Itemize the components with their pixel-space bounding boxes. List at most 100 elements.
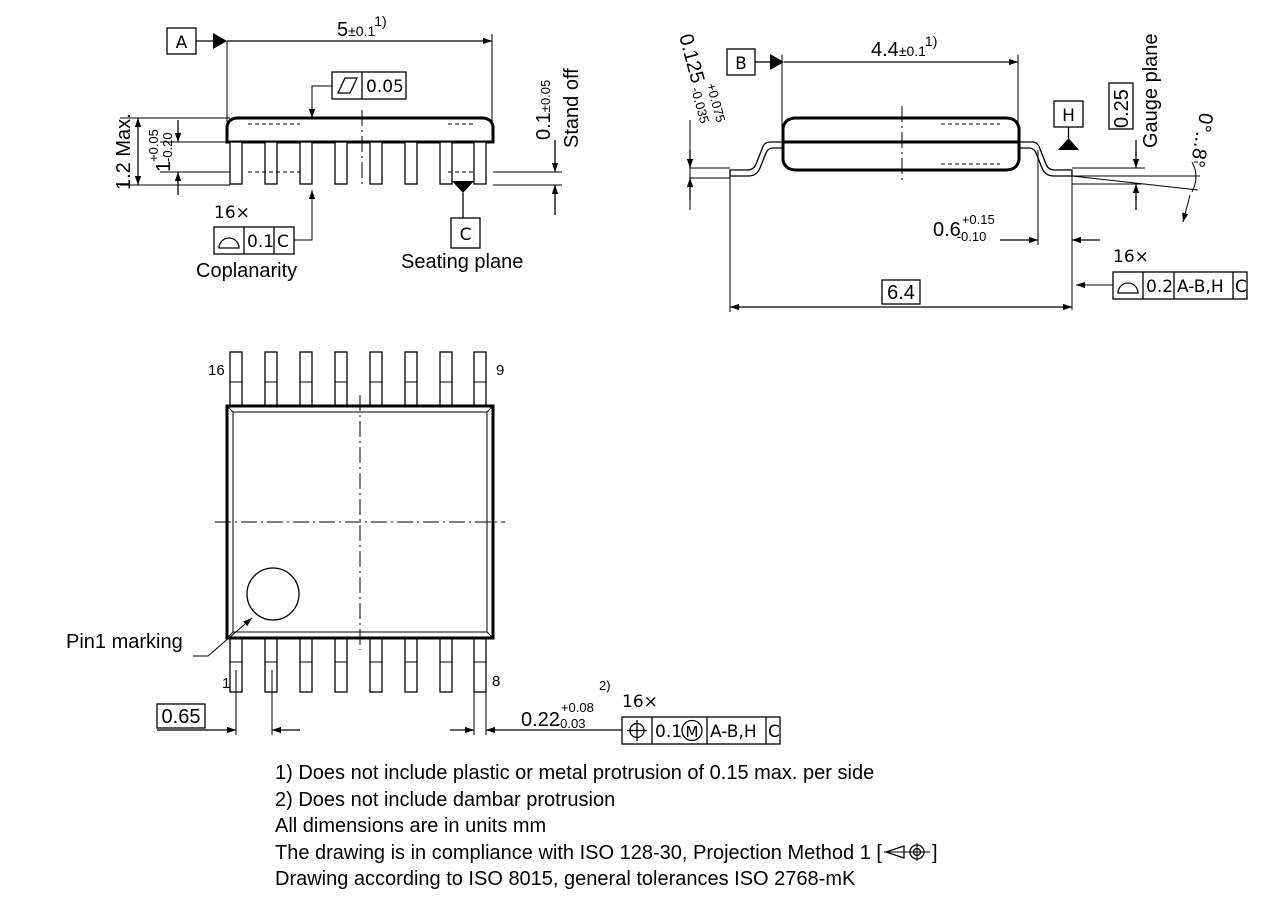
pitch-dimension: 0.65 (162, 706, 201, 728)
gauge-dimension: 0.25 (1111, 89, 1133, 128)
span-dimension: 6.4 (887, 282, 915, 304)
datum-h-triangle (1058, 138, 1079, 150)
datum-c-triangle (452, 181, 474, 193)
lead-thickness-dim: 0.125 +0.075 -0.035 (674, 32, 728, 125)
front-view: A 5±0.11) 0.05 C Seating plane (113, 13, 583, 282)
plan-lead-top-11 (404, 351, 418, 407)
note-4: The drawing is in compliance with ISO 12… (275, 840, 938, 867)
coplanarity-label: Coplanarity (196, 260, 297, 282)
coplanarity-count: 16× (214, 203, 250, 223)
front-lead-8 (473, 141, 487, 185)
svg-text:1: 1 (153, 161, 175, 172)
lead-left (729, 141, 783, 177)
lead-right (1019, 141, 1073, 177)
width-dimension: 4.4±0.11) (871, 33, 937, 61)
profile-datum-c: C (1235, 277, 1247, 297)
pitch-dim-box (156, 703, 206, 729)
plan-lead-top-12 (369, 351, 383, 407)
mmc-modifier-circle (681, 719, 703, 742)
plan-lead-top-16 (229, 351, 243, 407)
plan-view-leads (229, 351, 487, 693)
plan-lead-top-10 (439, 351, 453, 407)
profile-icon (218, 237, 240, 249)
span-dim-box (881, 279, 921, 305)
datum-h-label: H (1062, 106, 1075, 126)
position-frame (621, 716, 781, 745)
position-icon (627, 720, 647, 741)
front-lead-4 (334, 141, 348, 185)
profile-value: 0.2 (1146, 277, 1173, 297)
front-lead-6 (404, 141, 418, 185)
note-3: All dimensions are in units mm (275, 815, 547, 837)
front-lead-3 (299, 141, 313, 185)
profile-count: 16× (1113, 247, 1149, 267)
flatness-value: 0.05 (366, 77, 404, 97)
pin-1-label: 1 (222, 675, 230, 692)
plan-lead-bottom-8 (473, 637, 487, 693)
front-lead-5 (369, 141, 383, 185)
plan-view: 16 9 1 8 Pin1 marking 0.65 0.22+0.08-0.0… (66, 351, 781, 745)
pin1-marking-label: Pin1 marking (66, 631, 183, 653)
plan-lead-bottom-3 (299, 637, 313, 693)
seating-plane-label: Seating plane (401, 251, 523, 273)
coplanarity-value: 0.1 (247, 232, 274, 252)
surface-profile-icon (1117, 282, 1139, 294)
datum-a-label: A (176, 33, 188, 53)
datum-c-label: C (460, 225, 472, 245)
front-lead-1 (229, 141, 243, 185)
svg-text:+0.05: +0.05 (146, 129, 161, 162)
flatness-icon (336, 77, 359, 94)
note-2: 2) Does not include dambar protrusion (275, 788, 616, 811)
plan-lead-bottom-6 (404, 637, 418, 693)
note-1: 1) Does not include plastic or metal pro… (275, 762, 875, 784)
height-max-dim: 1.2 Max. (113, 113, 135, 190)
package-body-side (225, 116, 495, 144)
front-lead-7 (439, 141, 453, 185)
note-4-text: The drawing is in compliance with ISO 12… (275, 841, 882, 864)
body-height-dim: 1 +0.05 -0.20 (146, 129, 175, 172)
pin-9-label: 9 (496, 362, 504, 379)
plan-lead-top-9 (473, 351, 487, 407)
position-datums: A-B,H (710, 722, 757, 742)
svg-text:-0.20: -0.20 (160, 132, 175, 162)
package-body-end (781, 116, 1021, 172)
gauge-plane-label: Gauge plane (1140, 33, 1162, 148)
standoff-dim: 0.1±0.05 (533, 80, 555, 140)
front-view-leads (229, 141, 487, 185)
datum-b-triangle (770, 54, 784, 70)
plan-lead-bottom-5 (369, 637, 383, 693)
svg-text:0.1±0.05: 0.1±0.05 (533, 80, 555, 140)
angle-dimension: 0°...8° (1186, 111, 1217, 169)
pin-8-label: 8 (492, 673, 500, 690)
datum-c-box (450, 217, 481, 249)
svg-text:0.125: 0.125 (674, 32, 708, 86)
plan-lead-top-13 (334, 351, 348, 407)
plan-lead-bottom-2 (264, 637, 278, 693)
plan-lead-top-15 (264, 351, 278, 407)
lead-width-note: 2) (599, 678, 611, 693)
position-count: 16× (622, 692, 658, 712)
mmc-modifier: M (686, 723, 699, 741)
profile-datums: A-B,H (1177, 277, 1224, 297)
lead-width-dim: 0.22+0.08-0.03 (521, 700, 594, 731)
coplanarity-datum: C (277, 232, 289, 252)
length-dimension: 5±0.11) (337, 13, 387, 41)
plan-lead-bottom-4 (334, 637, 348, 693)
plan-lead-top-14 (299, 351, 313, 407)
position-value: 0.1 (655, 722, 682, 742)
projection-method-icon (883, 842, 930, 861)
datum-b-label: B (735, 54, 747, 74)
pin-16-label: 16 (208, 362, 225, 379)
side-view: B 4.4±0.11) H 0.125 +0.075 -0 (674, 32, 1248, 312)
standoff-label: Stand off (561, 68, 583, 148)
note-5: Drawing according to ISO 8015, general t… (275, 868, 856, 890)
gauge-dim-box (1108, 82, 1134, 130)
position-datum-c: C (768, 722, 780, 742)
datum-a-triangle (213, 33, 227, 49)
notes-block: 1) Does not include plastic or metal pro… (275, 760, 938, 893)
foot-length-dim: 0.6+0.15-0.10 (933, 212, 995, 244)
plan-lead-bottom-7 (439, 637, 453, 693)
front-lead-2 (264, 141, 278, 185)
pin1-marker (246, 567, 300, 621)
